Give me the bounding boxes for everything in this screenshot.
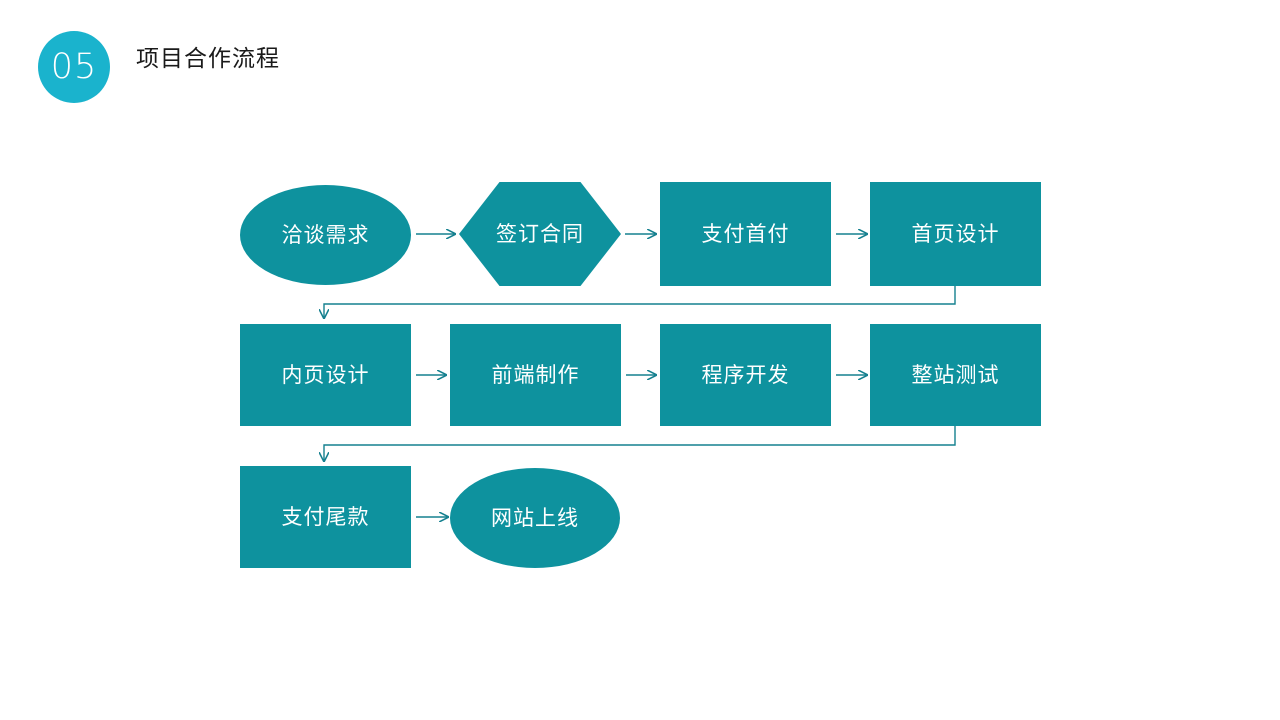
flow-node-step-9[interactable]: 支付尾款 [240, 466, 411, 568]
connector-step8-step9 [324, 426, 956, 461]
flow-node-step-4[interactable]: 首页设计 [870, 182, 1041, 286]
flow-node-label: 网站上线 [491, 506, 579, 530]
flow-node-step-10[interactable]: 网站上线 [450, 468, 620, 568]
flow-node-label: 程序开发 [701, 363, 790, 387]
flow-node-label: 前端制作 [491, 363, 580, 387]
flow-node-label: 内页设计 [281, 363, 370, 387]
flow-node-step-8[interactable]: 整站测试 [870, 324, 1041, 426]
flow-node-step-5[interactable]: 内页设计 [240, 324, 411, 426]
section-number-badge: 05 [38, 31, 110, 103]
page-title: 项目合作流程 [136, 45, 280, 71]
flow-node-step-7[interactable]: 程序开发 [660, 324, 831, 426]
flow-node-label: 洽谈需求 [281, 223, 370, 247]
flow-node-step-3[interactable]: 支付首付 [660, 182, 831, 286]
hexagon-shape [459, 182, 621, 286]
flow-node-step-6[interactable]: 前端制作 [450, 324, 621, 426]
flow-node-step-2[interactable]: 签订合同 [459, 182, 621, 286]
section-number-label: 05 [50, 46, 98, 87]
flow-node-label: 整站测试 [911, 363, 1000, 387]
slide-header: 05 项目合作流程 [0, 0, 1280, 120]
flow-node-label: 支付首付 [701, 222, 790, 246]
flow-node-step-1[interactable]: 洽谈需求 [240, 185, 411, 285]
connector-step4-step5 [324, 286, 956, 318]
flow-node-label: 支付尾款 [281, 505, 370, 529]
flow-node-label: 首页设计 [911, 222, 1000, 246]
